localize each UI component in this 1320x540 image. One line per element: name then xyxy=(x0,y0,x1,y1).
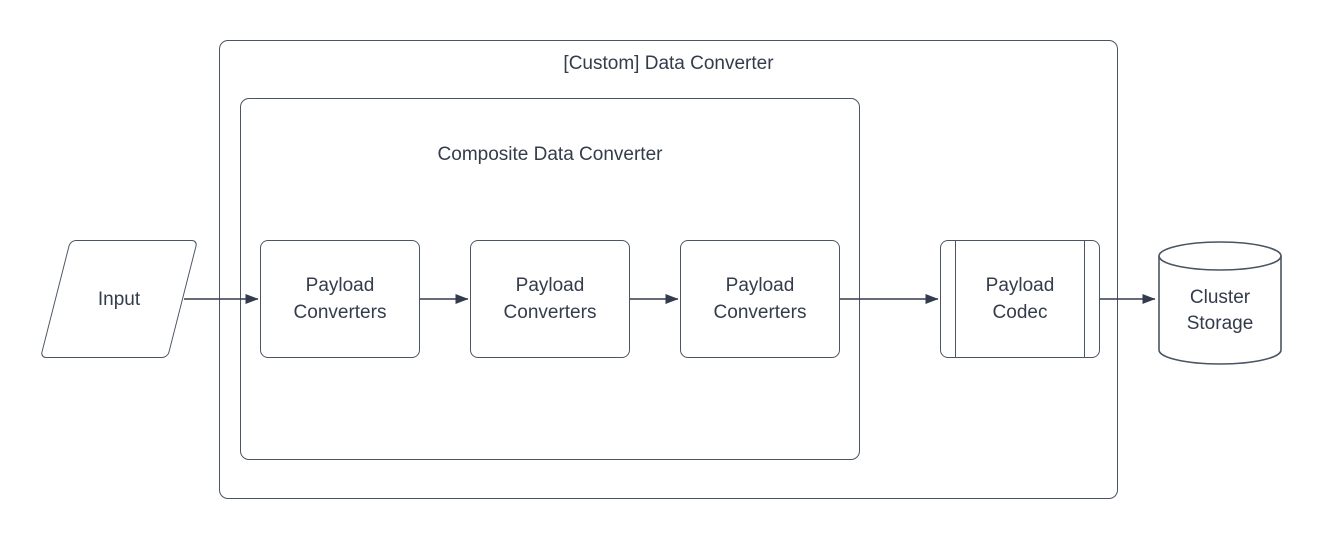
payload-codec-node: Payload Codec xyxy=(940,240,1100,358)
cylinder-shape xyxy=(1158,241,1282,365)
payload-converters-node-3: Payload Converters xyxy=(680,240,840,358)
cluster-storage-label: Cluster Storage xyxy=(1186,286,1254,334)
input-node: Input xyxy=(39,240,199,358)
payload-converters-node-2: Payload Converters xyxy=(470,240,630,358)
custom-data-converter-group: [Custom] Data Converter xyxy=(219,40,1118,499)
composite-data-converter-group: Composite Data Converter xyxy=(240,98,860,460)
payload-converters-label-1: Payload Converters xyxy=(293,275,387,323)
codec-left-bar xyxy=(955,241,956,357)
cluster-storage-node: Cluster Storage xyxy=(1157,240,1283,366)
custom-data-converter-label: [Custom] Data Converter xyxy=(563,53,774,74)
payload-converters-label-3: Payload Converters xyxy=(713,275,807,323)
composite-data-converter-label: Composite Data Converter xyxy=(437,144,663,165)
codec-right-bar xyxy=(1084,241,1085,357)
payload-codec-label: Payload Codec xyxy=(985,275,1055,323)
payload-converters-label-2: Payload Converters xyxy=(503,275,597,323)
input-label: Input xyxy=(97,288,141,310)
payload-converters-node-1: Payload Converters xyxy=(260,240,420,358)
